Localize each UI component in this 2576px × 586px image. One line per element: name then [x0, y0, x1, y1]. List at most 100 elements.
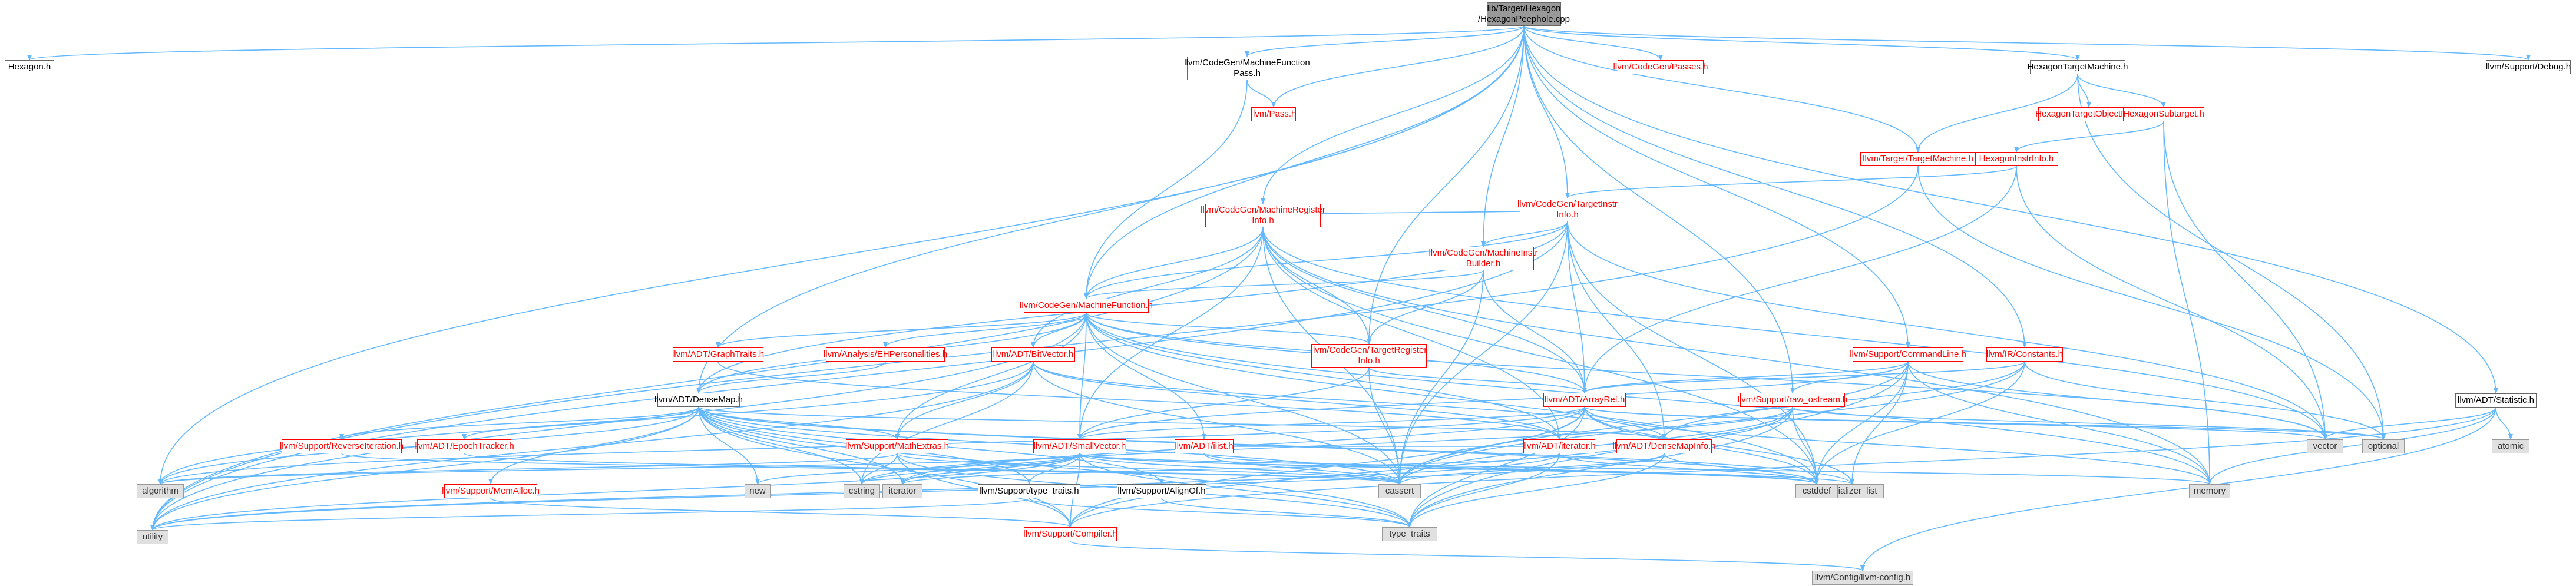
edge-arrayref-to-smallvector [1077, 406, 1585, 440]
graph-node-llvmconfig: llvm/Config/llvm-config.h [1812, 571, 1913, 585]
graph-node-hexagon-h[interactable]: Hexagon.h [5, 60, 54, 74]
edge-mri-to-tri [1262, 227, 1371, 345]
edge-tii-to-utility [150, 221, 1568, 531]
edge-root-to-densemap [696, 25, 1525, 393]
graph-node-smallvector[interactable]: llvm/ADT/SmallVector.h [1033, 439, 1126, 453]
graph-node-mib[interactable]: llvm/CodeGen/MachineInstr Builder.h [1428, 247, 1538, 270]
edge-mri-to-bitvector [1031, 227, 1264, 348]
edge-typetraits-h-to-utility [150, 498, 1030, 531]
graph-node-htm[interactable]: HexagonTargetMachine.h [2028, 60, 2128, 74]
graph-node-ehpers[interactable]: llvm/Analysis/EHPersonalities.h [824, 347, 947, 362]
graph-node-iterator[interactable]: llvm/ADT/iterator.h [1523, 439, 1596, 453]
edge-hii-to-vector [2016, 165, 2327, 440]
graph-node-constants[interactable]: llvm/IR/Constants.h [1986, 347, 2063, 362]
graph-node-mfpass[interactable]: llvm/CodeGen/MachineFunction Pass.h [1184, 57, 1310, 80]
graph-node-typetraits-h[interactable]: llvm/Support/type_traits.h [978, 484, 1080, 498]
edge-hsub-to-memory [2163, 121, 2212, 485]
graph-node-densemap[interactable]: llvm/ADT/DenseMap.h [654, 393, 743, 407]
edge-memalloc-to-compiler [490, 498, 1073, 528]
edge-constants-to-arrayref [1582, 361, 2025, 393]
edge-graphtraits-to-iterator [717, 361, 1562, 440]
graph-node-compiler[interactable]: llvm/Support/Compiler.h [1023, 527, 1117, 541]
graph-node-rawostream[interactable]: llvm/Support/raw_ostream.h [1738, 393, 1847, 407]
edge-mri-to-memory [1262, 227, 2212, 485]
graph-node-reverseit[interactable]: llvm/Support/ReverseIteration.h [280, 439, 404, 453]
graph-node-hsub[interactable]: HexagonSubtarget.h [2123, 107, 2204, 121]
graph-node-epoch[interactable]: llvm/ADT/EpochTracker.h [414, 439, 514, 453]
edge-arrayref-to-optional [1584, 406, 2386, 440]
edge-tii-to-cstddef [1567, 221, 1819, 485]
edge-compiler-to-llvmconfig [1070, 541, 1865, 571]
edge-root-to-constants [1523, 25, 2027, 348]
graph-node-graphtraits[interactable]: llvm/ADT/GraphTraits.h [672, 347, 764, 362]
graph-node-ilist[interactable]: llvm/ADT/ilist.h [1175, 439, 1234, 453]
edge-root-to-mfpass [1245, 25, 1525, 57]
edge-mri-to-iterator [1262, 227, 1562, 440]
graph-node-root: lib/Target/Hexagon /HexagonPeephole.cpp [1478, 2, 1570, 26]
edge-hsub-to-vector [2163, 121, 2327, 440]
edge-root-to-hexagon-h [27, 25, 1525, 61]
graph-node-tri[interactable]: llvm/CodeGen/TargetRegister Info.h [1311, 344, 1427, 368]
graph-node-mathextras[interactable]: llvm/Support/MathExtras.h [845, 439, 949, 453]
edge-iterator-to-cstddef [1559, 453, 1819, 485]
edge-mf-to-smallvector [1077, 312, 1087, 440]
graph-node-cmdline[interactable]: llvm/Support/CommandLine.h [1850, 347, 1966, 362]
graph-node-tii[interactable]: llvm/CodeGen/TargetInstr Info.h [1517, 198, 1618, 221]
edge-mf-to-memory [1086, 312, 2212, 485]
edge-mf-to-mathextras [895, 312, 1087, 440]
edge-tii-to-arrayref [1567, 221, 1587, 393]
edge-tii-to-mib [1481, 221, 1568, 247]
edge-root-to-statistic [1523, 25, 2498, 394]
graph-node-hii[interactable]: HexagonInstrInfo.h [1975, 152, 2058, 166]
edge-statistic-to-compiler [1068, 407, 2496, 528]
graph-node-debug[interactable]: llvm/Support/Debug.h [2486, 60, 2571, 74]
edge-cmdline-to-smallvector [1077, 361, 1909, 440]
edge-cmdline-to-cstddef [1814, 361, 1909, 485]
edge-bitvector-to-cstring [859, 361, 1034, 485]
graph-node-typetraits: type_traits [1382, 527, 1437, 541]
graph-node-mri[interactable]: llvm/CodeGen/MachineRegister Info.h [1201, 204, 1325, 227]
edge-arrayref-to-cassert [1397, 406, 1585, 485]
graph-node-arrayref[interactable]: llvm/ADT/ArrayRef.h [1543, 393, 1626, 407]
edge-root-to-mib [1481, 25, 1525, 247]
edge-tri-to-arrayref [1368, 367, 1587, 393]
graph-node-utility: utility [137, 530, 168, 544]
edge-densemapinfo-to-typetraits [1407, 453, 1665, 528]
edge-smallvector-to-typetraits-h [1027, 453, 1080, 485]
edge-root-to-tm [1523, 25, 1920, 153]
graph-node-pass[interactable]: llvm/Pass.h [1251, 107, 1296, 121]
edge-iterator-to-iterator-std [900, 453, 1560, 485]
edge-root-to-debug [1523, 25, 2531, 61]
edge-root-to-htm [1523, 25, 2080, 61]
graph-node-new: new [745, 484, 771, 498]
edge-iterator-to-typetraits [1407, 453, 1560, 528]
edge-constants-to-cassert [1397, 361, 2025, 485]
graph-node-tm[interactable]: llvm/Target/TargetMachine.h [1860, 152, 1976, 166]
graph-node-passes[interactable]: llvm/CodeGen/Passes.h [1613, 60, 1708, 74]
edge-densemap-to-cstring [698, 406, 864, 485]
edge-cmdline-to-rawostream [1790, 361, 1909, 393]
edge-root-to-rawostream [1523, 25, 1795, 393]
edge-densemap-to-utility [150, 406, 699, 531]
graph-node-cstring: cstring [844, 484, 880, 498]
graph-node-alignof[interactable]: llvm/Support/AlignOf.h [1117, 484, 1206, 498]
edge-statistic-to-vector [2323, 407, 2496, 440]
edge-arrayref-to-initlist [1584, 406, 1854, 485]
graph-node-vector: vector [2307, 439, 2343, 453]
edge-mri-to-cstddef [1262, 227, 1819, 485]
edge-densemap-to-memalloc [488, 406, 699, 485]
edge-densemap-to-initlist [698, 406, 1854, 485]
graph-node-memalloc[interactable]: llvm/Support/MemAlloc.h [442, 484, 540, 498]
edge-root-to-mri [1261, 25, 1525, 204]
edge-mib-to-arrayref [1483, 270, 1587, 393]
edge-root-to-cmdline [1523, 25, 1910, 348]
edge-densemap-to-reverseit [339, 406, 699, 440]
graph-node-bitvector[interactable]: llvm/ADT/BitVector.h [991, 347, 1075, 362]
edge-root-to-algorithm [158, 25, 1525, 485]
graph-node-densemapinfo[interactable]: llvm/ADT/DenseMapInfo.h [1612, 439, 1716, 453]
graph-node-algorithm: algorithm [137, 484, 184, 498]
edge-mf-to-cassert [1086, 312, 1402, 485]
graph-node-mf[interactable]: llvm/CodeGen/MachineFunction.h [1020, 299, 1153, 313]
graph-node-statistic[interactable]: llvm/ADT/Statistic.h [2455, 393, 2537, 408]
graph-node-memory: memory [2189, 484, 2230, 498]
